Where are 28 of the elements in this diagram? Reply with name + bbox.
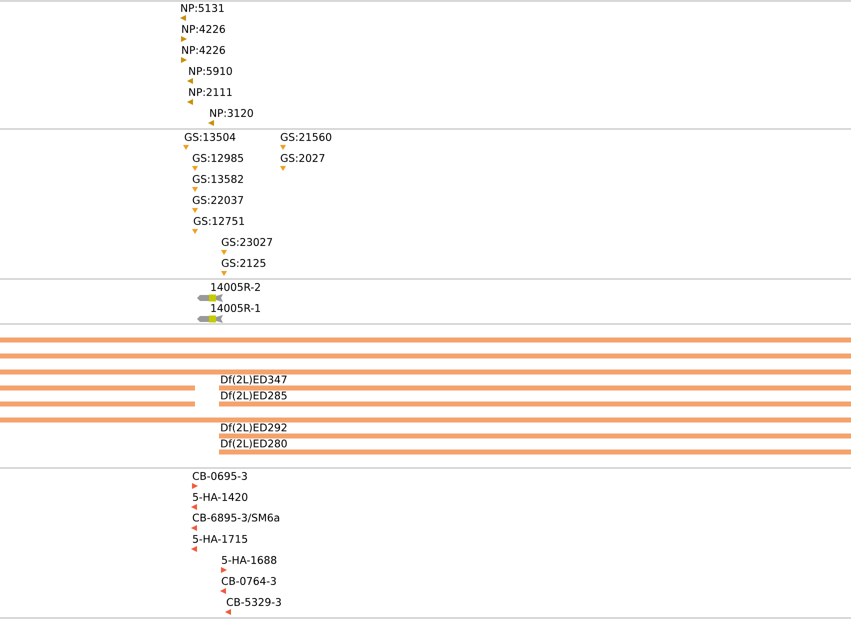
feature-label: GS:13582 — [192, 175, 243, 183]
feature-label: CB-0695-3 — [192, 472, 247, 480]
feature-label: GS:13504 — [184, 133, 236, 141]
feature-label: NP:5910 — [189, 67, 232, 75]
feature-label: 5-HA-1420 — [193, 493, 248, 501]
feature-label: GS:12985 — [192, 154, 244, 162]
feature-label: GS:22037 — [192, 196, 244, 204]
feature-label: CB-5329-3 — [226, 598, 281, 606]
feature-label: CB-0764-3 — [222, 577, 276, 585]
feature-label: NP:5131 — [181, 4, 224, 12]
feature-label: CB-6895-3/SM6a — [192, 514, 280, 522]
feature-label: 5-HA-1688 — [222, 556, 276, 564]
feature-label: GS:12751 — [194, 217, 244, 225]
feature-label: GS:2125 — [222, 259, 266, 267]
feature-label: NP:3120 — [210, 109, 253, 117]
feature-label: Df(2L)ED280 — [221, 439, 287, 449]
feature-label: Df(2L)ED347 — [221, 375, 287, 385]
feature-label: Df(2L)ED292 — [221, 423, 286, 433]
feature-label: GS:21560 — [280, 133, 332, 141]
feature-label: Df(2L)ED285 — [221, 391, 287, 401]
feature-label: 14005R-2 — [211, 283, 260, 291]
feature-label: NP:2111 — [189, 88, 232, 96]
feature-label: GS:23027 — [222, 238, 272, 246]
feature-label: NP:4226 — [182, 25, 225, 33]
feature-label: 5-HA-1715 — [193, 535, 248, 543]
feature-label: GS:2027 — [280, 154, 324, 162]
feature-label: 14005R-1 — [211, 304, 260, 312]
feature-label: NP:4226 — [182, 46, 225, 54]
